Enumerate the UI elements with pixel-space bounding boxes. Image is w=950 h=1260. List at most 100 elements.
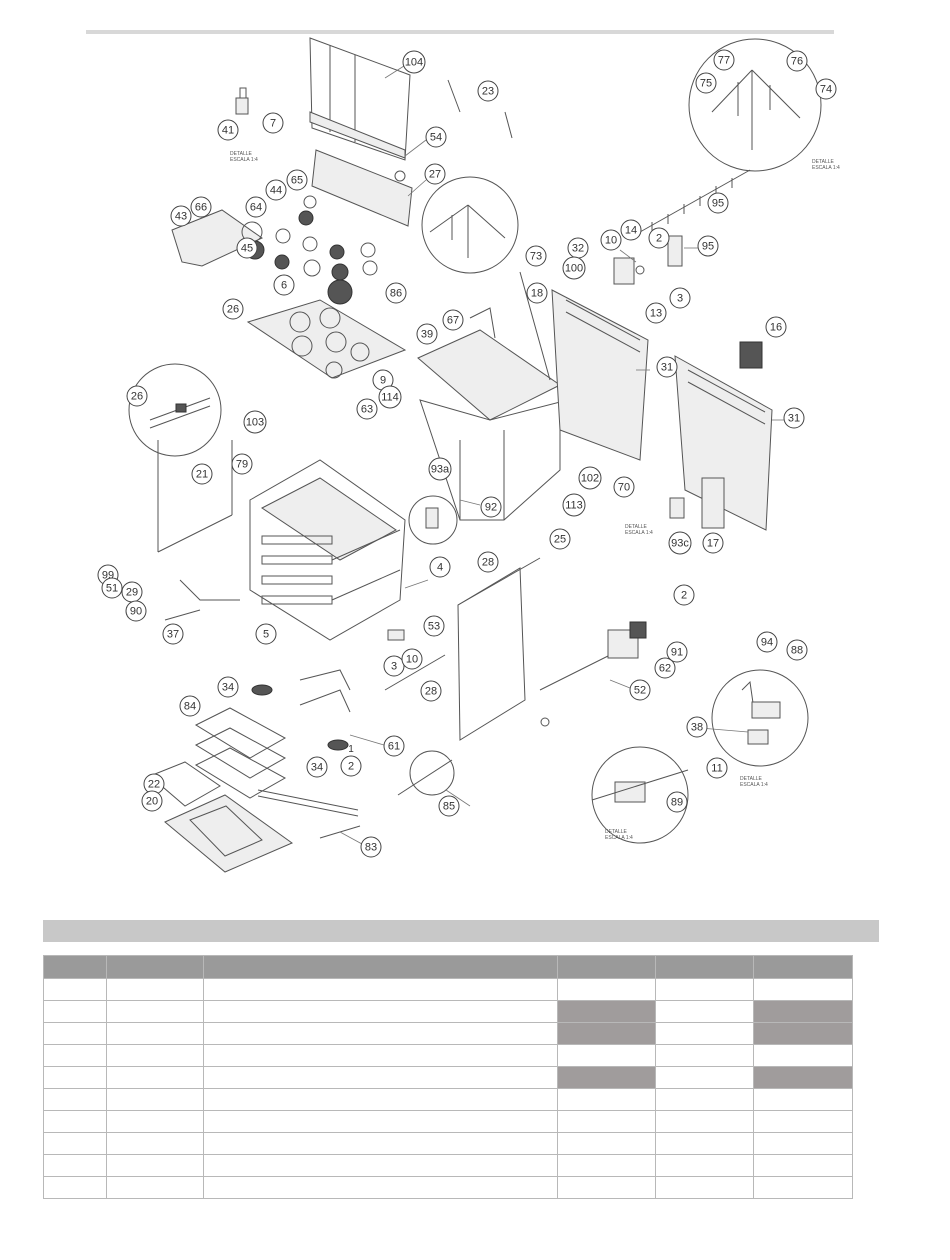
svg-text:10: 10 xyxy=(406,654,418,666)
svg-text:28: 28 xyxy=(482,557,494,569)
table-cell xyxy=(557,1154,656,1177)
svg-text:DETALLE: DETALLE xyxy=(625,524,648,530)
callout-34a: 34 xyxy=(217,676,239,698)
callout-26a: 26 xyxy=(222,298,244,320)
callout-90: 90 xyxy=(125,600,147,622)
table-cell xyxy=(557,978,656,1001)
svg-text:45: 45 xyxy=(241,243,253,255)
svg-text:23: 23 xyxy=(482,86,494,98)
oven-cavity-part xyxy=(249,459,406,641)
table-cell xyxy=(106,1176,204,1199)
header-cell xyxy=(753,955,853,979)
table-cell xyxy=(557,1088,656,1111)
table-cell xyxy=(43,1132,107,1155)
callout-75: 75 xyxy=(695,72,717,94)
svg-text:9: 9 xyxy=(380,375,386,387)
callout-16: 16 xyxy=(765,316,787,338)
detail-circle-89 xyxy=(591,746,689,844)
table-cell xyxy=(655,1132,754,1155)
callout-31a: 31 xyxy=(656,356,678,378)
table-cell xyxy=(43,1176,107,1199)
body-cover-part xyxy=(419,399,561,521)
header-cell xyxy=(106,955,204,979)
detail-note-4: DETALLE ESCALA 1:4 xyxy=(740,776,768,788)
table-cell xyxy=(557,1000,656,1023)
bottom-plate-part xyxy=(149,761,294,873)
callout-29: 29 xyxy=(121,581,143,603)
svg-text:88: 88 xyxy=(791,645,803,657)
callout-114: 114 xyxy=(378,385,402,409)
table-row xyxy=(43,1000,853,1023)
callout-25: 25 xyxy=(549,528,571,550)
lower-drawer-part xyxy=(194,669,351,799)
svg-text:ESCALA 1:4: ESCALA 1:4 xyxy=(812,165,840,171)
svg-text:113: 113 xyxy=(565,500,583,512)
callout-74: 74 xyxy=(815,78,837,100)
callout-41: 41 xyxy=(217,119,239,141)
svg-text:64: 64 xyxy=(250,202,262,214)
callout-2c: 2 xyxy=(340,755,362,777)
callout-27: 27 xyxy=(424,163,446,185)
table-cell xyxy=(106,1088,204,1111)
table-cell xyxy=(203,1110,558,1133)
callout-2a: 2 xyxy=(648,227,670,249)
table-cell xyxy=(203,1022,558,1045)
callout-93a: 93a xyxy=(428,457,452,481)
svg-text:76: 76 xyxy=(791,56,803,68)
svg-text:89: 89 xyxy=(671,797,683,809)
table-cell xyxy=(557,1176,656,1199)
table-cell xyxy=(557,1022,656,1045)
rod-part xyxy=(447,79,513,139)
callout-5: 5 xyxy=(255,623,277,645)
table-cell xyxy=(43,1066,107,1089)
igniter-part xyxy=(397,759,453,796)
bracket-93a-part xyxy=(425,507,439,529)
svg-text:2: 2 xyxy=(348,761,354,773)
svg-text:61: 61 xyxy=(388,741,400,753)
svg-text:67: 67 xyxy=(447,315,459,327)
svg-text:DETALLE: DETALLE xyxy=(740,776,763,782)
svg-text:85: 85 xyxy=(443,801,455,813)
callout-70: 70 xyxy=(613,476,635,498)
callout-3a: 3 xyxy=(669,287,691,309)
cover-lid-part xyxy=(171,209,263,267)
callout-91: 91 xyxy=(666,641,688,663)
header-cell xyxy=(557,955,656,979)
svg-text:21: 21 xyxy=(196,469,208,481)
table-cell xyxy=(753,978,853,1001)
svg-text:100: 100 xyxy=(565,263,583,275)
svg-text:ESCALA 1:4: ESCALA 1:4 xyxy=(740,782,768,788)
hinge-part xyxy=(613,257,645,285)
detail-circle-grate xyxy=(421,176,519,274)
table-cell xyxy=(43,1000,107,1023)
callout-14: 14 xyxy=(620,219,642,241)
svg-text:63: 63 xyxy=(361,404,373,416)
callout-43: 43 xyxy=(170,205,192,227)
detail-note-3: DETALLE ESCALA 1:4 xyxy=(625,524,653,536)
table-cell xyxy=(655,978,754,1001)
svg-text:3: 3 xyxy=(677,293,683,305)
grid-detail-part xyxy=(711,69,801,150)
svg-text:28: 28 xyxy=(425,686,437,698)
callout-62: 62 xyxy=(654,657,676,679)
table-cell xyxy=(43,1022,107,1045)
table-cell xyxy=(106,1132,204,1155)
callout-66: 66 xyxy=(190,196,212,218)
svg-text:70: 70 xyxy=(618,482,630,494)
rod-73-part xyxy=(519,271,551,381)
svg-text:26: 26 xyxy=(131,391,143,403)
callout-10a: 10 xyxy=(600,229,622,251)
svg-text:53: 53 xyxy=(428,621,440,633)
table-header-row xyxy=(43,955,853,979)
table-cell xyxy=(655,1088,754,1111)
grate-detail-part xyxy=(429,204,506,258)
callout-104: 104 xyxy=(402,50,426,74)
callout-4: 4 xyxy=(429,556,451,578)
table-cell xyxy=(43,1110,107,1133)
table-cell xyxy=(753,1154,853,1177)
svg-text:7: 7 xyxy=(270,118,276,130)
detail-note-5: DETALLE ESCALA 1:4 xyxy=(605,829,633,841)
exploded-parts-diagram: 1042374154276544644366456862691146326211… xyxy=(97,37,840,873)
callout-67: 67 xyxy=(442,309,464,331)
table-cell xyxy=(106,1154,204,1177)
